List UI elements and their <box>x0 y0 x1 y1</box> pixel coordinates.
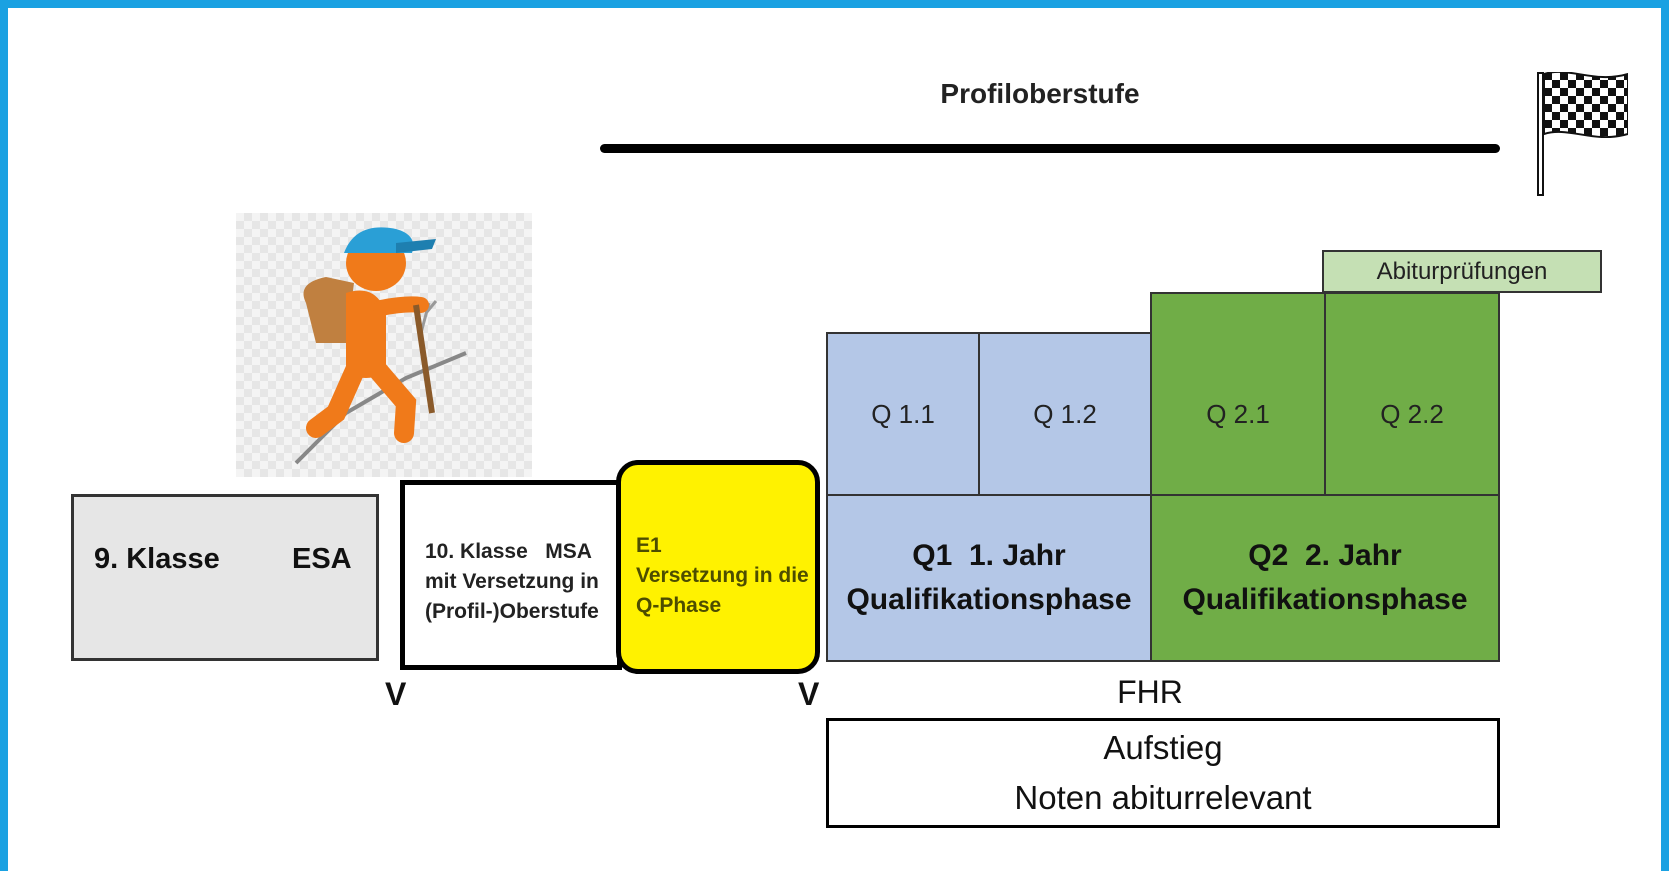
aufstieg-box: Aufstieg Noten abiturrelevant <box>826 718 1500 828</box>
e1-label: E1 Versetzung in die Q-Phase <box>636 534 809 617</box>
versetzung-marker-1: V <box>385 676 407 712</box>
q-1-1-box: Q 1.1 <box>826 332 980 496</box>
fhr-label: FHR <box>1117 674 1183 710</box>
versetzung-marker-2: V <box>798 676 820 712</box>
flag-pole <box>1537 72 1544 196</box>
checkered-flag-icon <box>1544 72 1628 138</box>
q-2-1-box: Q 2.1 <box>1150 292 1326 496</box>
esa-label: ESA <box>292 543 352 575</box>
q-1-2-box: Q 1.2 <box>978 332 1152 496</box>
hiker-icon <box>236 213 532 477</box>
q-2-2-box: Q 2.2 <box>1324 292 1500 496</box>
q1-year-box: Q1 1. Jahr Qualifikationsphase <box>826 494 1152 662</box>
profiloberstufe-bar <box>600 144 1500 153</box>
klasse-9-box: 9. Klasse ESA <box>71 494 379 661</box>
e1-box: E1 Versetzung in die Q-Phase <box>616 460 820 674</box>
q2-year-box: Q2 2. Jahr Qualifikationsphase <box>1150 494 1500 662</box>
klasse-9-label: 9. Klasse <box>94 543 220 575</box>
page-title: Profiloberstufe <box>940 78 1140 109</box>
klasse-10-box: 10. Klasse MSA mit Versetzung in (Profil… <box>400 480 622 670</box>
klasse-10-label: 10. Klasse MSA mit Versetzung in (Profil… <box>425 540 599 623</box>
abiturpruefungen-box: Abiturprüfungen <box>1322 250 1602 293</box>
